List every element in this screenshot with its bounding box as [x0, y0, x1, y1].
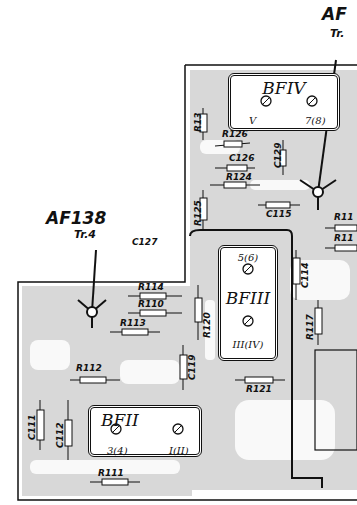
can-name: BFII	[101, 412, 139, 429]
part-label: Tr.	[330, 28, 344, 39]
part-label: R11	[334, 213, 353, 222]
part-label: C119	[188, 355, 197, 380]
part-label: R114	[138, 283, 164, 292]
transformer-can: BFII 3(4) I(II)	[88, 405, 202, 457]
transistor-type: AF138	[46, 210, 106, 227]
pin-label: III(IV)	[233, 340, 264, 350]
part-label: R13	[194, 113, 203, 132]
part-label: C114	[301, 263, 310, 288]
part-label: R126	[222, 130, 248, 139]
part-label: R124	[226, 173, 252, 182]
part-label: R11	[334, 234, 353, 243]
part-label: R125	[194, 200, 203, 226]
part-label: C126	[229, 154, 254, 163]
pin-label: I(II)	[169, 446, 189, 456]
part-label: R121	[246, 385, 272, 394]
pin-label: 3(4)	[107, 446, 128, 456]
part-label: R117	[306, 314, 315, 340]
part-label: R112	[76, 364, 102, 373]
pin-label: BFIII	[226, 290, 270, 307]
pin-label: 7(8)	[305, 116, 326, 126]
transistor-type: AF	[322, 6, 347, 23]
part-label: Tr.4	[74, 229, 96, 240]
part-label: R120	[203, 312, 212, 338]
part-label: C127	[132, 238, 157, 247]
part-label: R110	[138, 300, 164, 309]
pin-label: V	[249, 116, 256, 126]
part-label: C129	[274, 143, 283, 168]
part-label: C112	[56, 423, 65, 448]
can-name: BFIV	[262, 80, 305, 97]
part-label: R113	[120, 319, 146, 328]
transformer-can: 5(6) BFIII III(IV)	[218, 245, 278, 361]
part-label: C111	[28, 415, 37, 440]
pin-label: 5(6)	[238, 253, 259, 263]
transformer-can: BFIV V 7(8)	[228, 73, 340, 131]
part-label: R111	[98, 469, 124, 478]
part-label: C115	[266, 210, 291, 219]
